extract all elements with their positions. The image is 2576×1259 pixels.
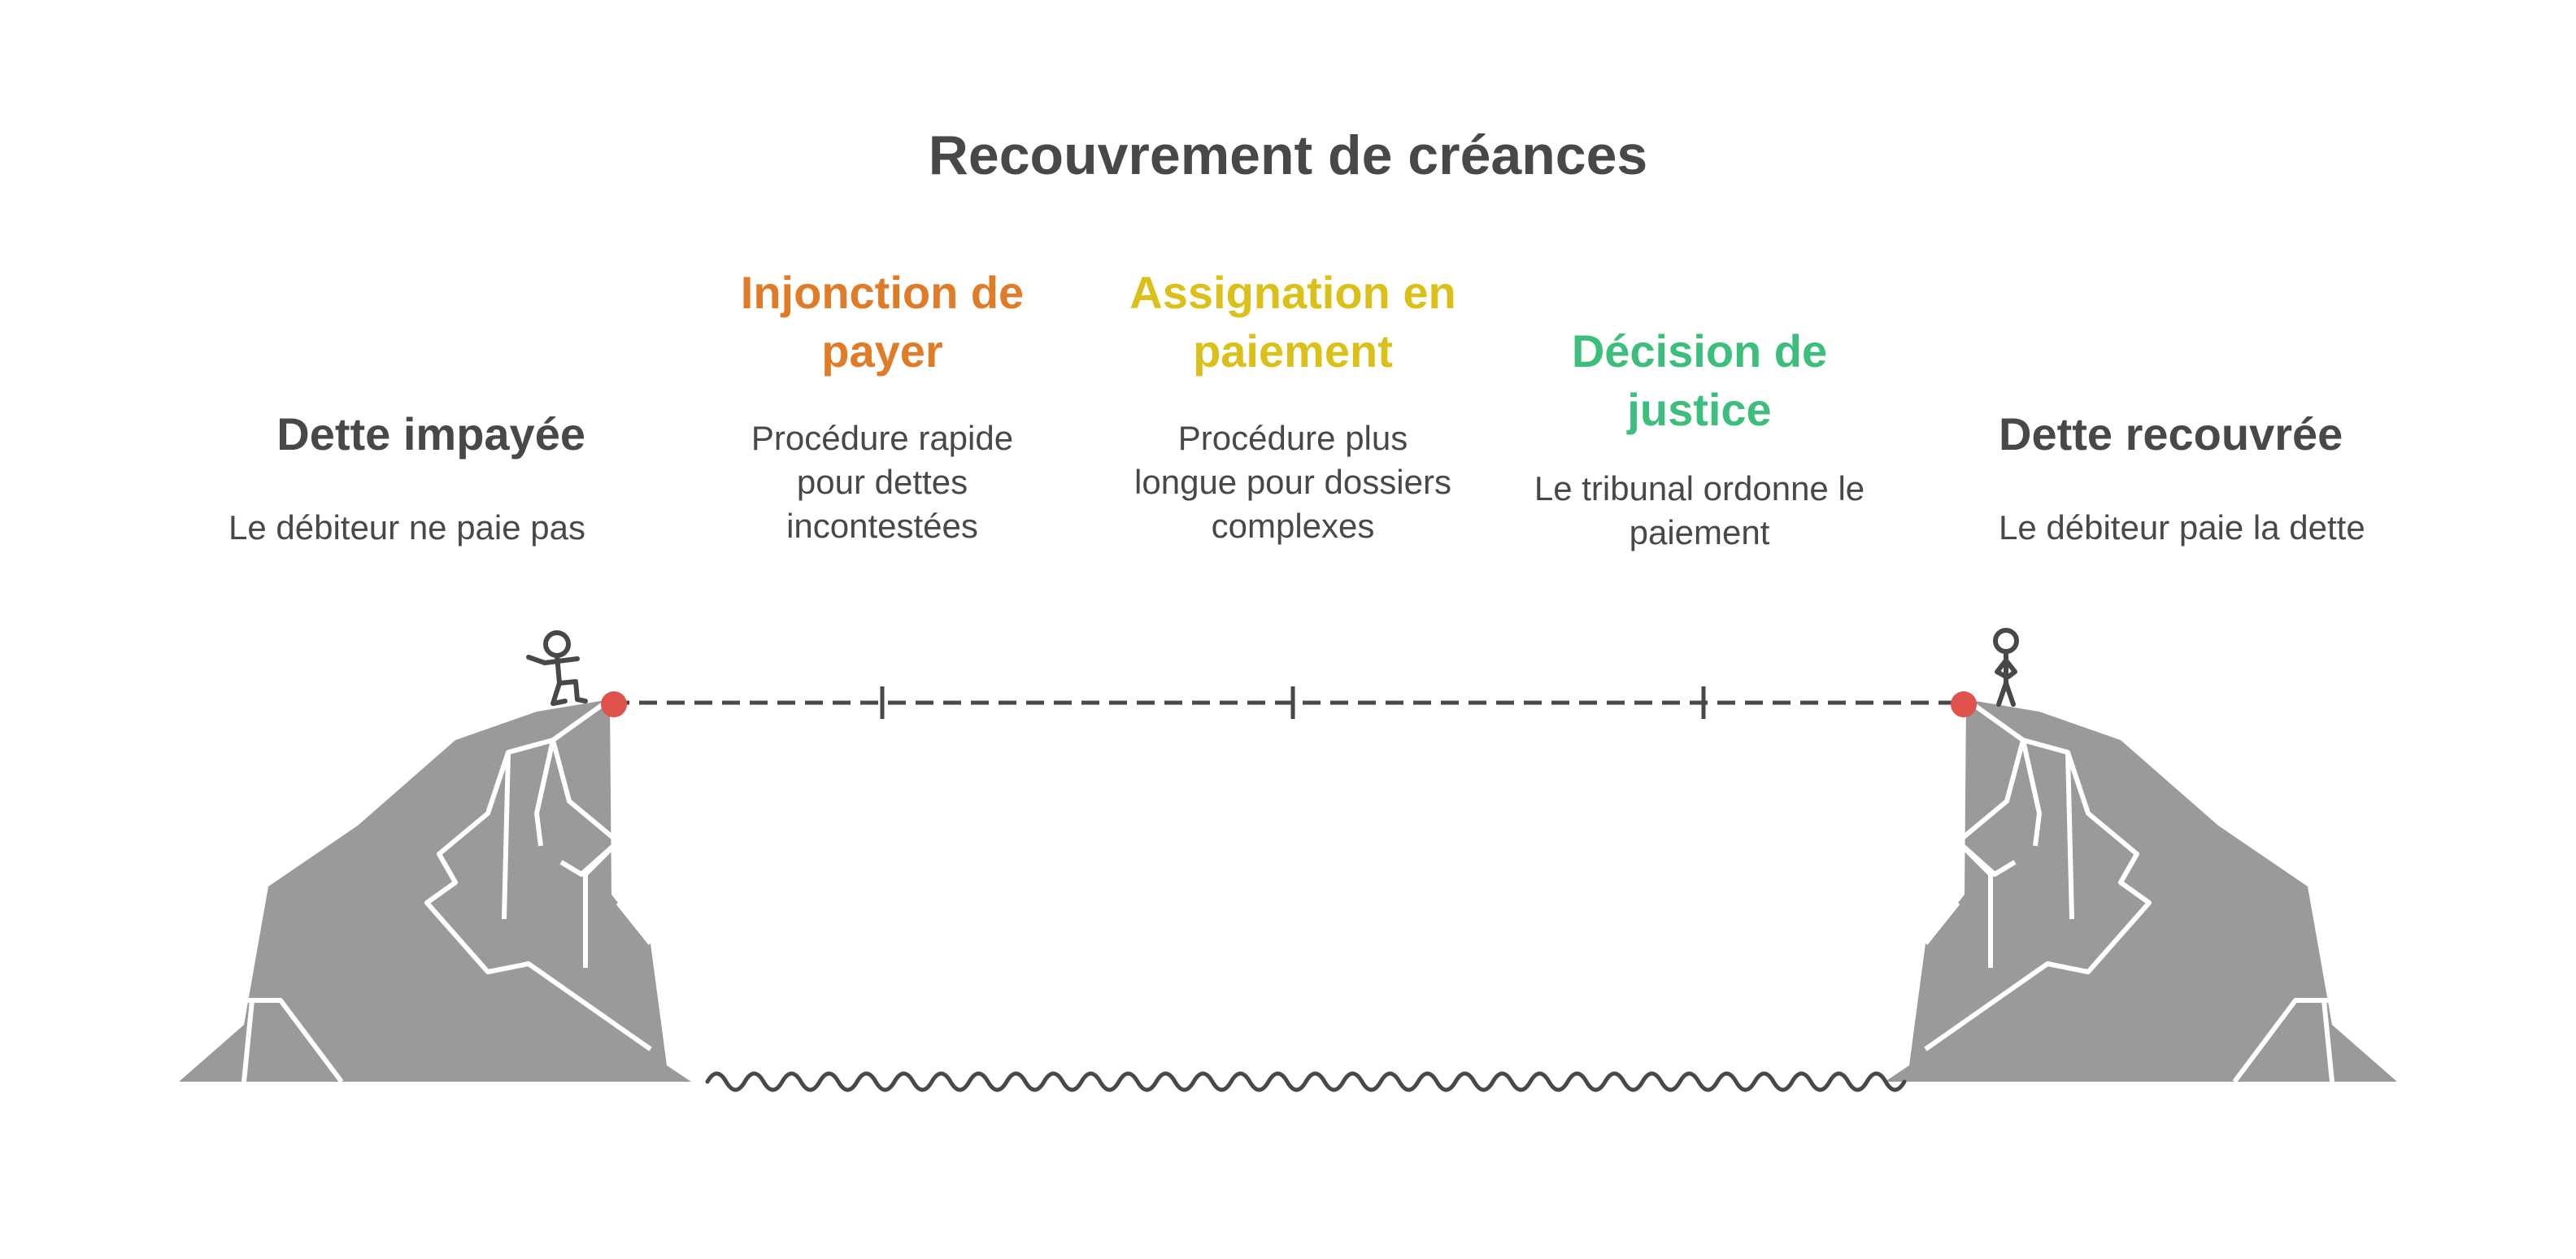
start-description: Le débiteur ne paie pas bbox=[163, 506, 585, 550]
step-1-description: Procédure rapide pour dettes incontestée… bbox=[716, 416, 1049, 548]
end-description: Le débiteur paie la dette bbox=[1999, 506, 2454, 550]
water-wave-icon bbox=[707, 1074, 1904, 1090]
step-2-heading: Assignation en paiement bbox=[1122, 264, 1464, 381]
step-3-description: Le tribunal ordonne le paiement bbox=[1529, 467, 1870, 555]
end-heading: Dette recouvrée bbox=[1999, 405, 2454, 464]
step-2-description: Procédure plus longue pour dossiers comp… bbox=[1122, 416, 1464, 548]
right-cliff bbox=[1885, 699, 2397, 1082]
stick-figure-standing-icon bbox=[1995, 630, 2017, 704]
left-cliff bbox=[179, 699, 691, 1082]
diagram-title: Recouvrement de créances bbox=[0, 124, 2576, 187]
step-3-heading: Décision de justice bbox=[1545, 322, 1854, 439]
start-heading: Dette impayée bbox=[163, 405, 585, 464]
start-endpoint bbox=[601, 691, 627, 717]
step-1-heading: Injonction de payer bbox=[716, 264, 1049, 381]
stick-figure-walking-icon bbox=[529, 633, 585, 704]
end-endpoint bbox=[1951, 691, 1977, 717]
